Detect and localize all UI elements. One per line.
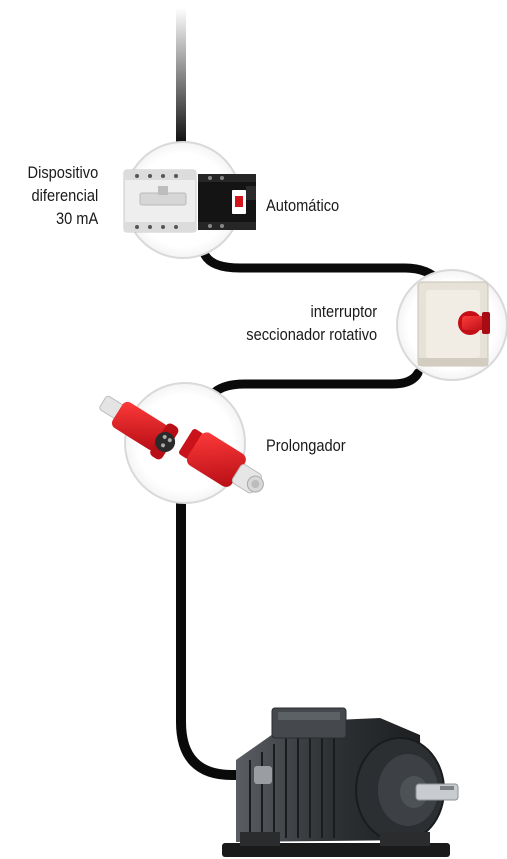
cable-switch-to-plug — [205, 368, 423, 403]
breaker-group — [123, 141, 256, 259]
plug-male-icon — [179, 429, 264, 494]
switch-label-line-1: interruptor — [310, 302, 377, 321]
rotary-switch-label: interruptor seccionador rotativo — [246, 300, 377, 346]
rotary-switch-icon — [417, 281, 490, 367]
differential-label-line-1: Dispositivo — [27, 163, 98, 182]
electric-motor-icon — [222, 707, 459, 857]
automatic-breaker-icon — [198, 174, 256, 230]
cable-supply-fade — [176, 8, 186, 146]
extension-label-text: Prolongador — [266, 436, 346, 455]
switch-group — [396, 269, 507, 381]
differential-device-label: Dispositivo diferencial 30 mA — [27, 161, 98, 230]
cable-plug-to-motor — [176, 495, 267, 780]
extension-group — [99, 382, 264, 504]
differential-device-icon — [123, 169, 197, 233]
cable-breaker-to-switch — [200, 250, 445, 287]
extension-label: Prolongador — [266, 434, 346, 457]
switch-label-line-2: seccionador rotativo — [246, 325, 377, 344]
differential-label-line-2: diferencial — [31, 186, 99, 205]
plug-female-icon — [99, 395, 179, 460]
differential-label-line-3: 30 mA — [55, 209, 98, 228]
automatic-breaker-label: Automático — [266, 194, 339, 217]
automatic-label-text: Automático — [266, 196, 340, 215]
